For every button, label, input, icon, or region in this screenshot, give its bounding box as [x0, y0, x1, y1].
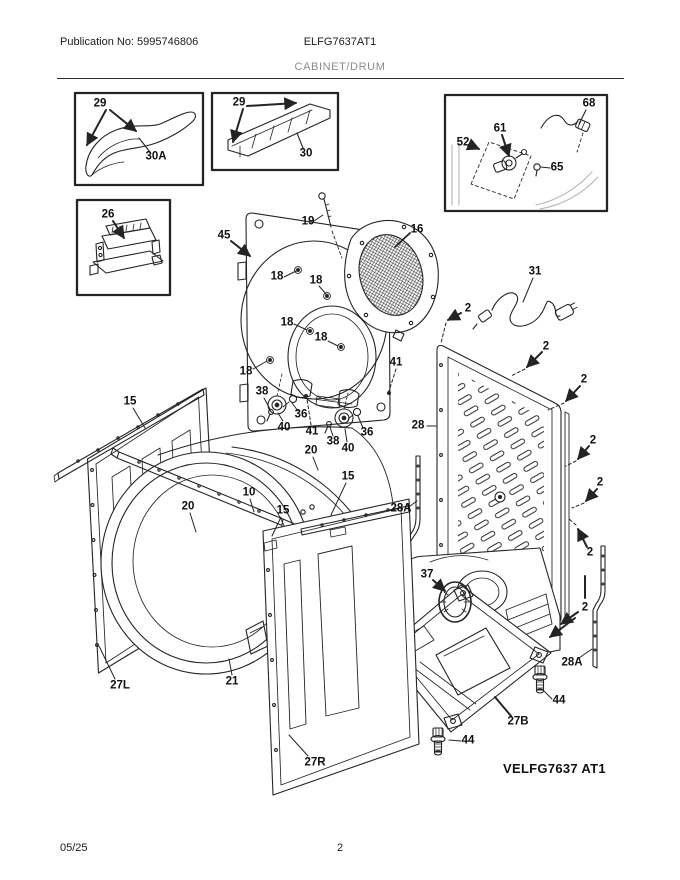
- model-number: ELFG7637AT1: [303, 36, 377, 48]
- part-16-heater-grille: [344, 220, 439, 342]
- part-44-leveling-leg-right: [532, 665, 548, 694]
- inset-box-vent-grille: [210, 91, 340, 172]
- part-15-top-rail-left: [53, 388, 205, 483]
- callout-leader-lines: [98, 214, 599, 757]
- inset-box-gas-valve: [443, 93, 609, 213]
- diagram-caption: VELFG7637 AT1: [503, 761, 606, 776]
- part-26-control-module: [89, 218, 164, 276]
- part-19-screw: [318, 192, 343, 259]
- inset-box-duct-cap: [73, 91, 205, 187]
- screws-18: [266, 266, 345, 364]
- section-title: CABINET/DRUM: [294, 61, 386, 73]
- part-44-leveling-leg-left: [430, 727, 446, 756]
- part-30A-duct-cap: [85, 111, 196, 177]
- part-28A-brace-right: [592, 545, 606, 669]
- header-rule: [57, 78, 624, 79]
- part-15-top-rail-right: [300, 505, 410, 536]
- part-30-vent-grille: [227, 103, 331, 158]
- part-65-screw: [533, 163, 541, 177]
- footer-date: 05/25: [60, 842, 88, 854]
- inset-box-control-module: [75, 198, 172, 297]
- part-27R-front-panel: [262, 498, 420, 796]
- faint-cabinet-outline: [451, 140, 599, 210]
- part-37-blower-ring: [438, 581, 472, 623]
- publication-number: Publication No: 5995746806: [60, 36, 199, 48]
- part-68-igniter-cord: [540, 114, 591, 153]
- footer-page-number: 2: [336, 842, 344, 854]
- part-31-power-cord: [472, 292, 578, 330]
- part-61-valve: [493, 148, 528, 173]
